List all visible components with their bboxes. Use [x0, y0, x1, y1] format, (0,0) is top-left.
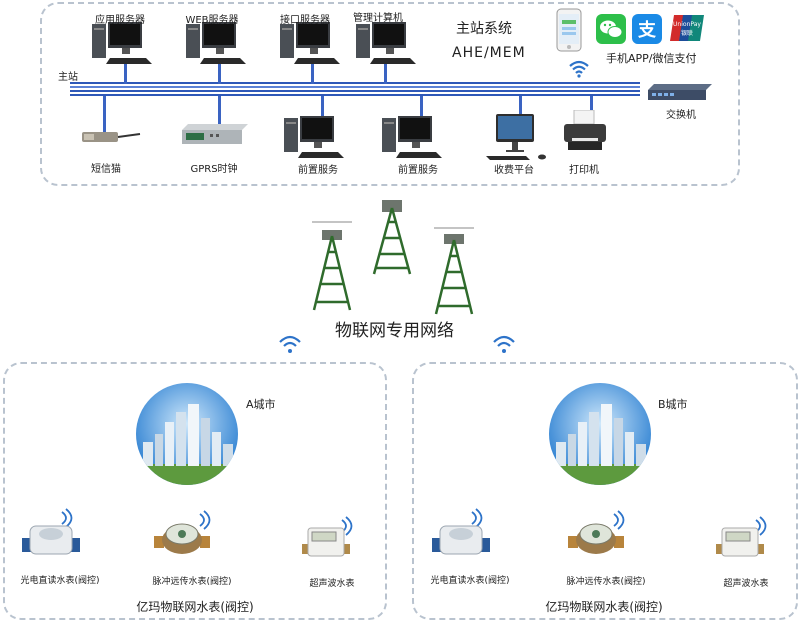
city-skyline-image — [136, 383, 238, 485]
connector-line — [420, 96, 423, 118]
wechat-pay-icon — [596, 14, 626, 44]
connector-line — [311, 62, 314, 84]
city-skyline-image — [549, 383, 651, 485]
cell-tower-icon — [434, 227, 474, 315]
water-meter-photoelectric-icon — [22, 508, 80, 555]
bottom-device-label: 前置服务 — [398, 165, 438, 176]
computer-icon — [92, 22, 152, 64]
unionpay-icon: UnionPay 银联 — [670, 15, 704, 41]
top-device-label: 接口服务器 — [280, 15, 330, 26]
bottom-device-label: 收费平台 — [494, 165, 534, 176]
meter-label: 超声波水表 — [309, 579, 355, 589]
meter-label: 脉冲远传水表(阀控) — [566, 577, 646, 587]
bottom-device-label: GPRS时钟 — [190, 164, 238, 175]
cell-tower-icon — [312, 221, 352, 311]
top-device-label: WEB服务器 — [185, 15, 239, 26]
ultrasonic-water-meter-icon — [302, 516, 353, 557]
connector-line — [321, 96, 324, 118]
sms-modem-icon — [82, 132, 141, 142]
connector-line — [218, 96, 221, 126]
network-label: 物联网专用网络 — [335, 321, 454, 341]
network-bus — [70, 82, 640, 96]
switch-icon — [648, 84, 712, 100]
meter-label: 光电直读水表(阀控) — [430, 576, 510, 586]
svg-text:银联: 银联 — [681, 29, 693, 37]
top-device-label: 管理计算机 — [353, 13, 403, 24]
city-name: A城市 — [246, 398, 276, 411]
computer-icon — [186, 22, 246, 64]
computer-icon — [280, 22, 340, 64]
computer-icon — [284, 116, 344, 158]
connector-line — [590, 96, 593, 118]
city-footer-title: 亿玛物联网水表(阀控) — [136, 600, 254, 614]
switch-label: 交换机 — [666, 110, 696, 121]
monitor-icon — [486, 114, 546, 160]
alipay-icon: 支 — [632, 14, 662, 44]
computer-icon — [382, 116, 442, 158]
city-b-panel — [412, 362, 798, 620]
city-name: B城市 — [658, 398, 688, 411]
city-footer-title: 亿玛物联网水表(阀控) — [545, 600, 663, 614]
payment-label: 手机APP/微信支付 — [606, 52, 697, 65]
connector-line — [384, 62, 387, 84]
wifi-icon — [493, 335, 515, 353]
cell-tower-icon — [372, 200, 412, 275]
main-station-label: 主站 — [58, 72, 78, 83]
main-station-title: 主站系统 — [456, 21, 512, 37]
connector-line — [519, 96, 522, 118]
meter-label: 超声波水表 — [723, 579, 769, 589]
meter-label: 脉冲远传水表(阀控) — [152, 577, 232, 587]
wifi-icon — [279, 335, 301, 353]
water-meter-pulse-icon — [154, 510, 211, 554]
water-meter-pulse-icon — [568, 510, 625, 554]
gprs-clock-icon — [182, 124, 248, 144]
bottom-device-label: 前置服务 — [298, 165, 338, 176]
phone-icon — [556, 8, 582, 52]
svg-text:UnionPay: UnionPay — [673, 21, 701, 28]
main-station-panel — [40, 2, 740, 186]
svg-text:支: 支 — [637, 19, 657, 41]
computer-icon — [356, 22, 416, 64]
wifi-icon — [569, 60, 589, 78]
top-device-label: 应用服务器 — [95, 15, 145, 26]
bottom-device-label: 打印机 — [569, 165, 599, 176]
water-meter-photoelectric-icon — [432, 508, 490, 555]
connector-line — [103, 96, 106, 134]
connector-line — [218, 62, 221, 84]
city-a-panel — [3, 362, 387, 620]
main-station-subtitle: AHE/MEM — [452, 45, 526, 61]
meter-label: 光电直读水表(阀控) — [20, 576, 100, 586]
bottom-device-label: 短信猫 — [91, 164, 121, 175]
ultrasonic-water-meter-icon — [716, 516, 767, 557]
printer-icon — [564, 110, 606, 150]
connector-line — [124, 62, 127, 84]
